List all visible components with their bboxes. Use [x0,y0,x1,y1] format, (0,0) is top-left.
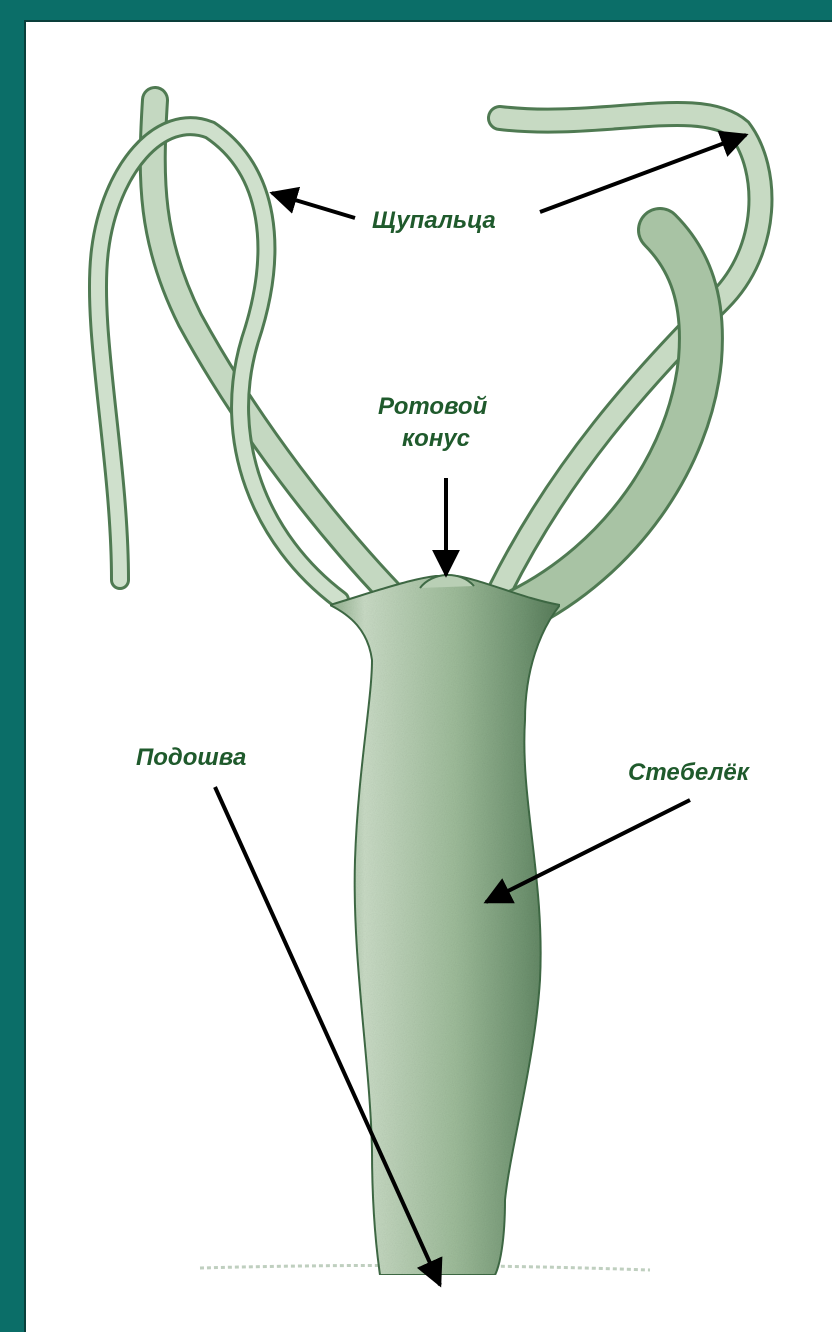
label-mouth-cone-line1: Ротовой [378,393,488,420]
label-mouth-cone-line2: конус [402,425,470,452]
tentacles [98,100,761,610]
arrow-tentacles-right [540,135,746,212]
label-tentacles: Щупальца [372,207,496,234]
label-stalk: Стебелёк [628,759,751,786]
arrow-tentacles-left [272,193,355,218]
label-sole: Подошва [136,744,246,771]
hydra-body [330,575,560,1275]
